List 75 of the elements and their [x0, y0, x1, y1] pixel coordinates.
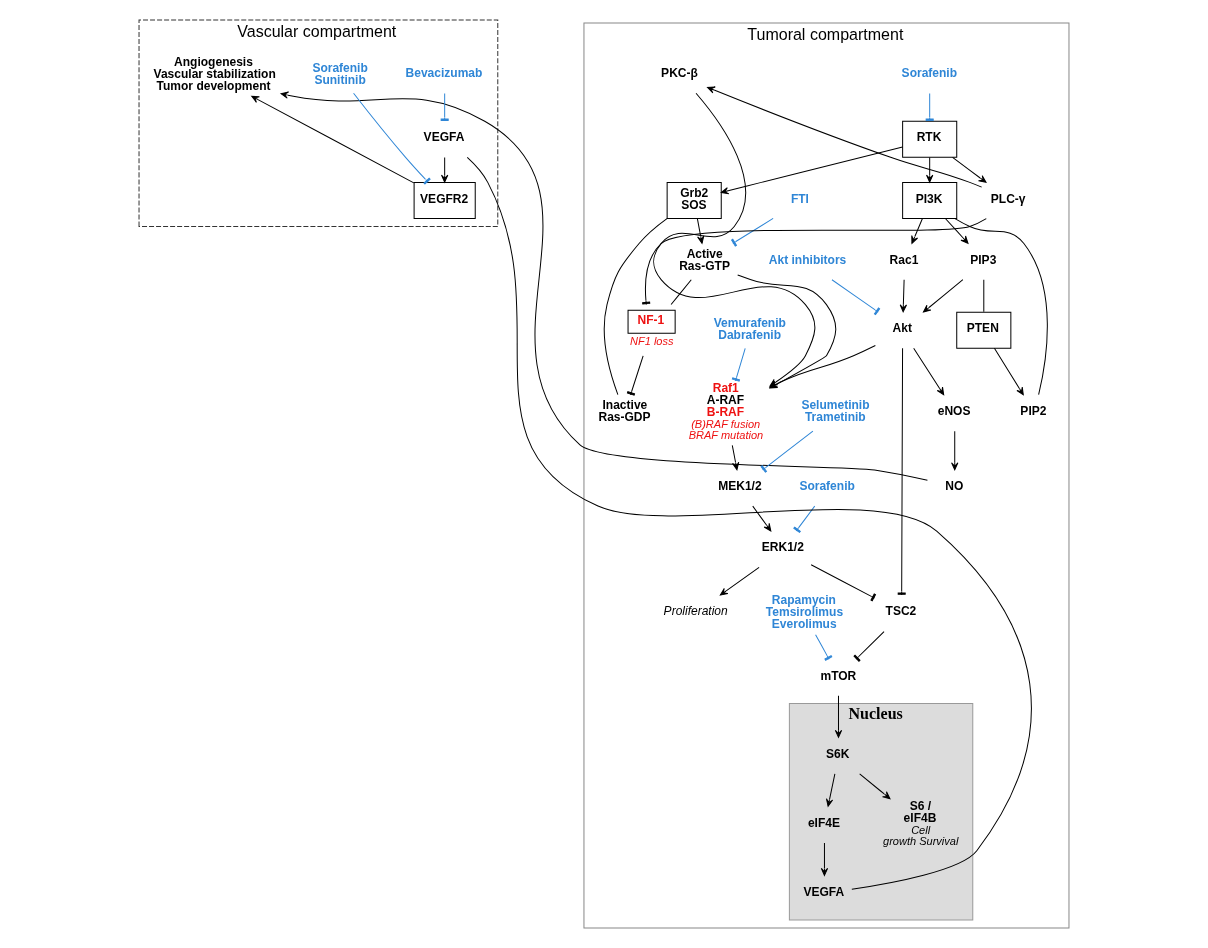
- arrow: [952, 156, 987, 183]
- node-text: VEGFA: [803, 884, 845, 899]
- arrow: [859, 773, 891, 800]
- node-text: Angiogenesis Vascular stabilization Tumor development: [153, 54, 276, 93]
- arrow: [825, 773, 836, 807]
- arrow: [707, 86, 983, 188]
- node-text: Rapamycin Temsirolimus Everolimus: [765, 592, 844, 631]
- node-text: MEK1/2: [718, 479, 762, 494]
- arrow: [820, 842, 829, 876]
- arrow: [926, 156, 934, 183]
- connector: [466, 156, 1032, 890]
- arrow: [913, 347, 945, 396]
- node-text: Vemurafenib Dabrafenib: [713, 315, 786, 342]
- node-text: S6K: [825, 746, 850, 761]
- node-text: mTOR: [820, 668, 857, 683]
- node-box: NF-1: [627, 309, 676, 334]
- node-text: Active Ras-GTP: [679, 247, 730, 274]
- node-text: ERK1/2: [761, 540, 804, 555]
- node-text: VEGFA: [423, 130, 465, 145]
- arrow: [951, 430, 959, 471]
- connector: [603, 218, 668, 396]
- node-text: Sorafenib Sunitinib: [312, 60, 368, 87]
- arrow: [922, 279, 964, 313]
- connector: [670, 279, 692, 306]
- arrow: [993, 347, 1024, 396]
- node-text: eNOS: [937, 403, 971, 418]
- arrow: [696, 218, 705, 244]
- node-label: (B)RAF fusion BRAF mutation: [688, 417, 764, 441]
- node-text: TSC2: [885, 604, 917, 619]
- arrow: [752, 505, 772, 532]
- node-text: Sorafenib: [901, 66, 958, 81]
- connector: [815, 634, 833, 661]
- node-label: NF1 loss: [630, 335, 674, 348]
- connector: [793, 505, 816, 533]
- arrow: [441, 156, 449, 183]
- node-box: Grb2 SOS: [666, 181, 722, 219]
- node-box: PTEN: [956, 311, 1012, 349]
- connector: [626, 355, 644, 396]
- arrow: [899, 279, 907, 313]
- arrow: [251, 95, 415, 184]
- arrow: [719, 566, 760, 596]
- arrow: [834, 695, 843, 738]
- arrow: [280, 91, 928, 481]
- connector: [731, 217, 774, 247]
- node-text: eIF4E: [807, 815, 840, 830]
- node-text: Inactive Ras-GDP: [598, 398, 651, 425]
- node-text: PLC-γ: [990, 191, 1026, 206]
- connector: [983, 279, 985, 313]
- connector: [760, 430, 814, 473]
- connector: [853, 631, 885, 662]
- node-box: PI3K: [902, 181, 958, 219]
- node-text: PIP3: [970, 252, 997, 267]
- node-text: PKC-β: [661, 66, 698, 81]
- node-text: Bevacizumab: [405, 66, 483, 81]
- arrow: [944, 218, 969, 244]
- node-text: Selumetinib Trametinib: [801, 398, 870, 425]
- node-text: Sorafenib: [799, 479, 855, 494]
- arrow: [720, 146, 904, 195]
- node-text: S6 / eIF4B: [903, 799, 937, 826]
- connector: [897, 347, 906, 596]
- node-text: Raf1 A-RAF B-RAF: [706, 381, 745, 420]
- connector: [810, 564, 876, 602]
- node-text: NO: [945, 479, 964, 494]
- node-text: Rac1: [889, 252, 919, 267]
- node-text: Akt inhibitors: [768, 252, 847, 267]
- connector: [731, 347, 746, 382]
- node-text: PIP2: [1020, 403, 1047, 418]
- connector: [831, 279, 881, 316]
- node-text: FTI: [790, 191, 809, 206]
- connector: [642, 218, 987, 305]
- node-text: Proliferation: [663, 604, 728, 619]
- node-label: Cell growth Survival: [883, 823, 959, 847]
- node-text: Akt: [892, 321, 912, 336]
- connector: [954, 218, 1048, 396]
- arrow: [911, 218, 923, 244]
